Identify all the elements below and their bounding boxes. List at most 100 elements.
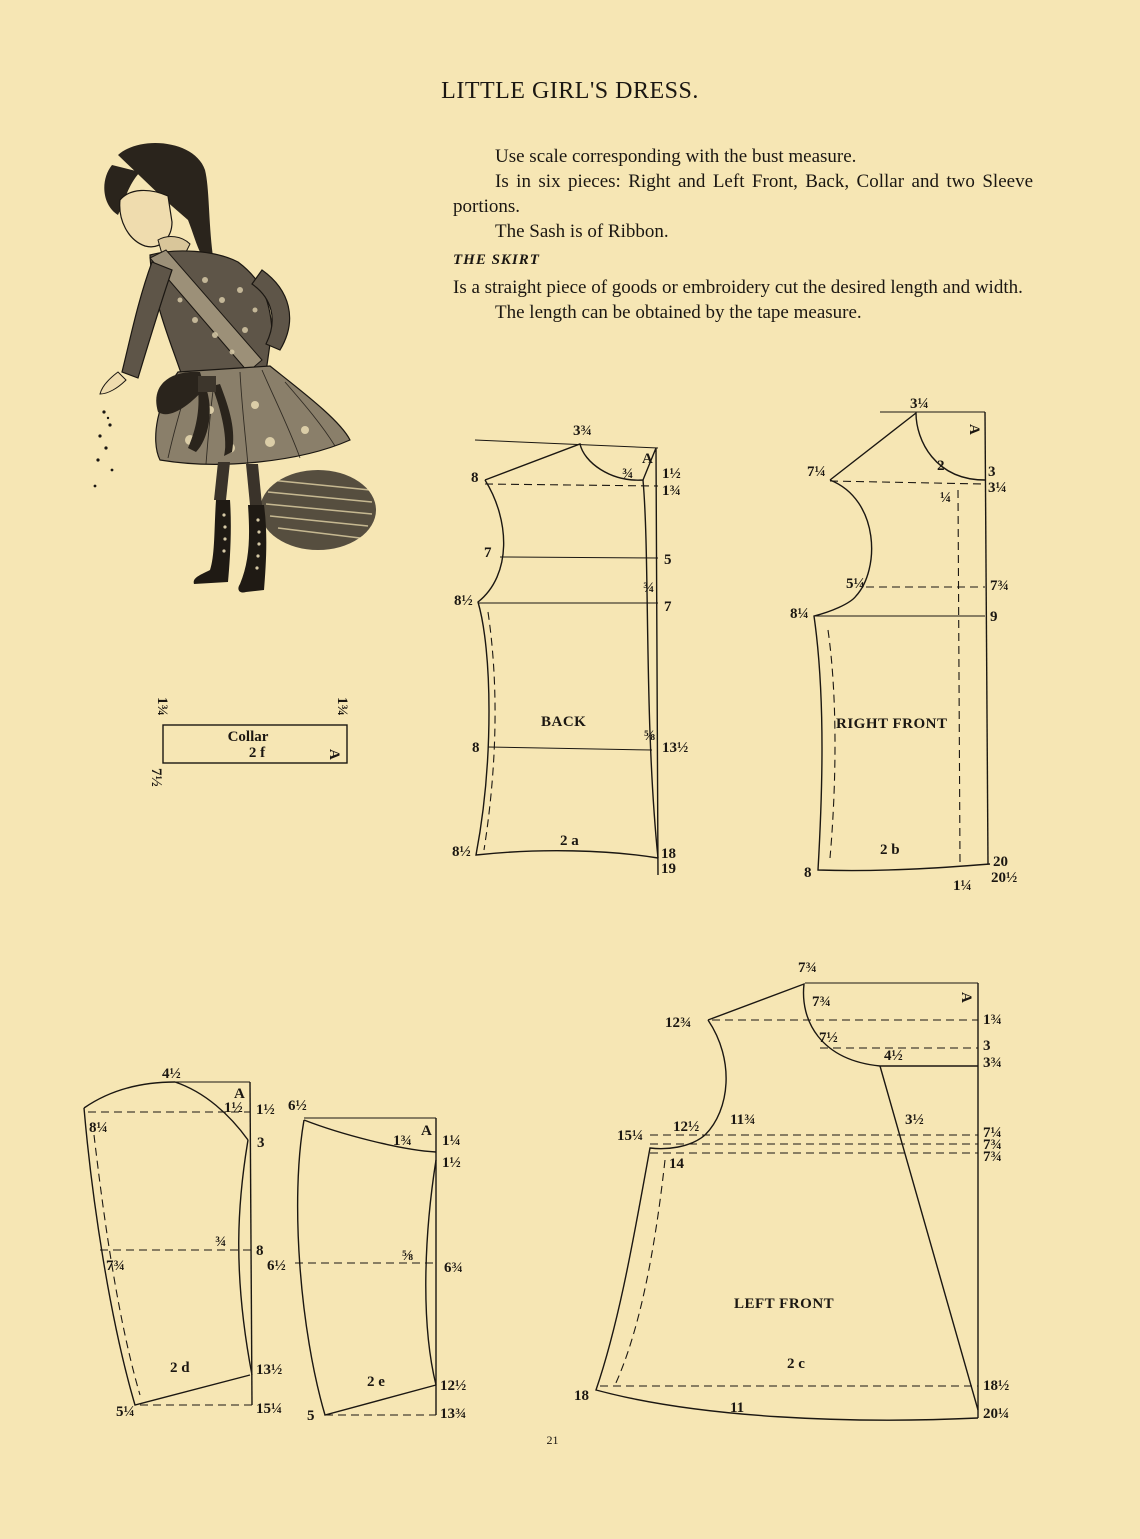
sleeve-under-mark: A <box>421 1123 432 1139</box>
sleeve-upper-mark: 1½ <box>256 1102 275 1118</box>
sleeve-upper-mark: ¾ <box>215 1234 226 1250</box>
left-front-mark: 7¼ <box>983 1125 1002 1141</box>
right-front-mark: 5¼ <box>846 576 865 592</box>
sleeve-upper-mark: 13½ <box>256 1362 282 1378</box>
right-front-mark: 8¼ <box>790 606 809 622</box>
sleeve-under-mark: 1¾ <box>393 1133 412 1149</box>
back-mark: 13½ <box>662 740 688 756</box>
left-front-mark: 7¾ <box>983 1137 1002 1153</box>
back-mark: 19 <box>661 861 676 877</box>
collar-mark-right: 1¾ <box>334 697 350 716</box>
sleeve-upper-piece: 4½ A 1½ 1½ 8¼ 3 ¾ 8 7¾ 13½ 5¼ 15¼ 2 d <box>83 1066 282 1420</box>
back-mark: A <box>642 451 653 467</box>
right-front-mark: 20½ <box>991 870 1017 886</box>
right-front-mark: 7¾ <box>990 578 1009 594</box>
sleeve-upper-mark: 5¼ <box>116 1404 135 1420</box>
left-front-mark: 20¼ <box>983 1406 1009 1422</box>
right-front-mark: 3¼ <box>988 480 1007 496</box>
sleeve-upper-mark: A <box>234 1086 245 1102</box>
sleeve-upper-mark: 1½ <box>224 1100 243 1116</box>
girl-illustration <box>93 143 376 593</box>
right-front-mark: 20 <box>993 854 1008 870</box>
left-front-mark: 7¾ <box>798 960 817 976</box>
back-mark: 8½ <box>452 844 471 860</box>
left-front-mark: 7½ <box>819 1030 838 1046</box>
sleeve-under-mark: 5 <box>307 1408 315 1424</box>
instruction-pieces: Is in six pieces: Right and Left Front, … <box>453 171 1033 217</box>
sleeve-under-mark: 6½ <box>267 1258 286 1274</box>
sleeve-upper-mark: 4½ <box>162 1066 181 1082</box>
right-front-name: RIGHT FRONT <box>836 716 948 732</box>
instructions-text: Use scale corresponding with the bust me… <box>453 144 1033 325</box>
sleeve-under-mark: 1½ <box>442 1155 461 1171</box>
sleeve-upper-mark: 8 <box>256 1243 264 1259</box>
left-front-mark: 7¾ <box>812 994 831 1010</box>
back-mark: 7 <box>484 545 492 561</box>
right-front-mark: 3 <box>988 464 996 480</box>
right-front-mark: A <box>966 424 982 435</box>
left-front-mark: 18 <box>574 1388 589 1404</box>
right-front-mark: 8 <box>804 865 812 881</box>
page-number: 21 <box>546 1433 559 1447</box>
left-front-piece: 7¾ A 12¾ 7¾ 1¾ 7½ 3 4½ 3¾ 15¼ 12½ 11¾ 3½… <box>574 960 1009 1422</box>
right-front-mark: 7¼ <box>807 464 826 480</box>
instruction-sash: The Sash is of Ribbon. <box>495 221 669 242</box>
left-front-mark: 14 <box>669 1156 685 1172</box>
left-front-name: LEFT FRONT <box>734 1296 834 1312</box>
collar-mark-bottom: 7½ <box>148 768 164 787</box>
right-front-mark: 9 <box>990 609 998 625</box>
right-front-mark: 1¼ <box>953 878 972 894</box>
collar-mark-a: A <box>326 749 342 760</box>
page-title: LITTLE GIRL'S DRESS. <box>441 78 699 104</box>
left-front-mark: 3 <box>983 1038 991 1054</box>
back-mark: 3¾ <box>573 423 592 439</box>
left-front-mark: 11¾ <box>730 1112 755 1128</box>
collar-piece: Collar 2 f 1¾ 1¾ 7½ A <box>148 697 350 787</box>
sleeve-under-mark: ⅝ <box>402 1248 413 1264</box>
sleeve-upper-mark: 7¾ <box>106 1258 125 1274</box>
sleeve-under-mark: 13¾ <box>440 1406 466 1422</box>
right-front-code: 2 b <box>880 842 900 858</box>
collar-code: 2 f <box>249 745 266 761</box>
right-front-mark: ¼ <box>940 490 951 506</box>
sleeve-under-mark: 6¾ <box>444 1260 463 1276</box>
sleeve-under-piece: 6½ 1¾ A 1¼ 1½ 6½ ⅝ 6¾ 12½ 5 13¾ 2 e <box>267 1098 466 1424</box>
sleeve-upper-mark: 3 <box>257 1135 265 1151</box>
back-mark: 1¾ <box>662 483 681 499</box>
back-mark: 7 <box>664 599 672 615</box>
left-front-mark: 15¼ <box>617 1128 643 1144</box>
back-mark: 5 <box>664 552 672 568</box>
right-front-mark: 3¼ <box>910 396 929 412</box>
collar-name: Collar <box>228 729 269 745</box>
back-mark: 8 <box>471 470 479 486</box>
left-front-mark: 4½ <box>884 1048 903 1064</box>
back-mark: 8½ <box>454 593 473 609</box>
left-front-mark: 3½ <box>905 1112 924 1128</box>
back-mark: ¾ <box>622 466 633 482</box>
sleeve-under-mark: 12½ <box>440 1378 466 1394</box>
sleeve-under-mark: 6½ <box>288 1098 307 1114</box>
sleeve-upper-mark: 8¼ <box>89 1120 108 1136</box>
left-front-code: 2 c <box>787 1356 805 1372</box>
back-name: BACK <box>541 714 586 730</box>
instruction-scale: Use scale corresponding with the bust me… <box>495 146 857 167</box>
left-front-mark: 7¾ <box>983 1149 1002 1165</box>
left-front-mark: 3¾ <box>983 1055 1002 1071</box>
collar-mark-left: 1¾ <box>154 697 170 716</box>
sleeve-under-code: 2 e <box>367 1374 385 1390</box>
sleeve-upper-mark: 15¼ <box>256 1401 282 1417</box>
right-front-piece: 3¼ A 7¼ 2 3 3¼ ¼ 5¼ 7¾ 8¼ 9 8 1¼ 20 20½ … <box>790 396 1017 894</box>
instruction-skirt: Is a straight piece of goods or embroide… <box>453 277 1023 298</box>
right-front-mark: 2 <box>937 458 945 474</box>
back-mark: 1½ <box>662 466 681 482</box>
back-mark: ¾ <box>643 580 654 596</box>
back-mark: 8 <box>472 740 480 756</box>
skirt-heading: THE SKIRT <box>453 252 540 268</box>
back-code: 2 a <box>560 833 579 849</box>
instruction-length: The length can be obtained by the tape m… <box>495 302 862 323</box>
left-front-mark: 11 <box>730 1400 744 1416</box>
back-mark: ⅝ <box>644 728 655 744</box>
left-front-mark: 1¾ <box>983 1012 1002 1028</box>
